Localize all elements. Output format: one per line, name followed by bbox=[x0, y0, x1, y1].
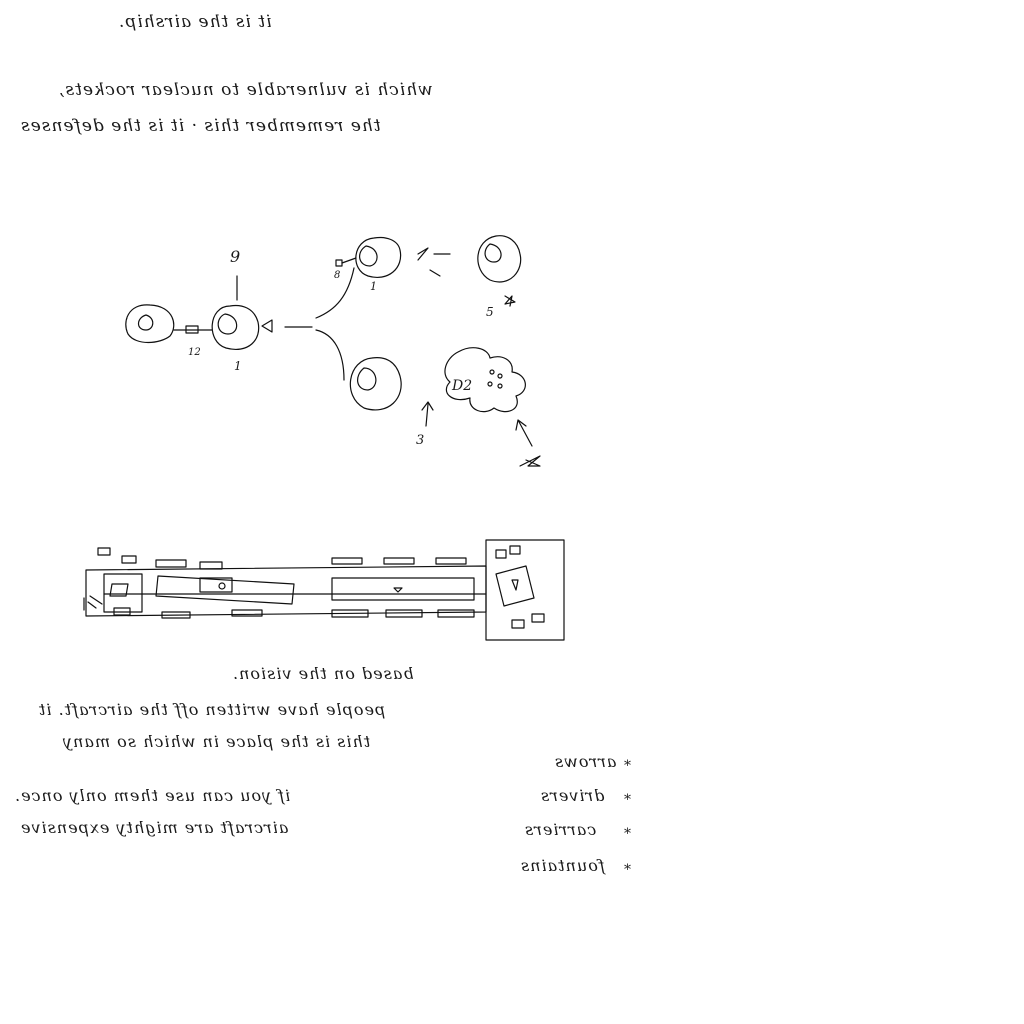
list-item: * bbox=[624, 862, 631, 878]
deck-long-eye bbox=[393, 587, 403, 593]
right-panel bbox=[485, 539, 565, 641]
label-node-c: 5 bbox=[486, 305, 494, 319]
deck-mid-eye bbox=[218, 582, 226, 590]
list-item-label: fountains bbox=[520, 856, 605, 875]
star-top-right bbox=[504, 295, 516, 307]
deck-tilted-box bbox=[155, 575, 295, 605]
branch-curve-down bbox=[315, 329, 345, 381]
list-item: * bbox=[624, 758, 631, 774]
svg-text:*: * bbox=[624, 758, 631, 774]
list-item: * bbox=[624, 792, 631, 808]
list-item-label: drivers bbox=[540, 786, 605, 805]
caption-line-1: this is the place in which so many bbox=[62, 732, 371, 751]
right-panel-eye bbox=[511, 579, 519, 591]
bottom-line-2: aircraft are mighty expensive bbox=[20, 818, 289, 837]
cloud-node: D2 bbox=[444, 347, 526, 413]
stern-marks bbox=[83, 595, 103, 611]
title-line: it is the airship. bbox=[118, 12, 272, 32]
node-left bbox=[125, 304, 175, 344]
label-node-b: 8 bbox=[334, 270, 340, 281]
arrow-between-top bbox=[417, 247, 451, 261]
label-node-d: 3 bbox=[416, 433, 424, 448]
pin-line bbox=[341, 257, 357, 264]
network-diagram: 12 9 1 8 1 5 bbox=[125, 235, 541, 467]
node-top-middle bbox=[355, 236, 402, 278]
arrow-head-center bbox=[261, 319, 273, 333]
deck-long-box bbox=[331, 577, 475, 601]
bullet-list: * * * * bbox=[624, 758, 631, 878]
node-bottom-middle bbox=[349, 357, 402, 411]
node-center bbox=[211, 304, 260, 350]
deck-left-box bbox=[109, 583, 129, 597]
branch-curve-up bbox=[315, 267, 355, 319]
ship-sketch bbox=[83, 539, 565, 641]
right-panel-box bbox=[495, 565, 535, 607]
list-item-label: carriers bbox=[524, 820, 597, 839]
arrow-small-tick bbox=[429, 269, 441, 277]
arrow-up-3 bbox=[421, 401, 434, 427]
label-node-a: 12 bbox=[188, 347, 201, 358]
intro-line-2: the remember this · it is the defenses bbox=[20, 116, 381, 136]
connector-box bbox=[185, 325, 199, 334]
svg-text:*: * bbox=[624, 826, 631, 842]
label-arrow-mid: 1 bbox=[370, 280, 377, 293]
svg-text:*: * bbox=[624, 792, 631, 808]
deck-mid-box bbox=[199, 577, 233, 593]
list-item: * bbox=[624, 826, 631, 842]
list-item-label: arrows bbox=[554, 752, 617, 771]
pin-box bbox=[335, 259, 343, 267]
label-cloud: D2 bbox=[451, 378, 472, 394]
ship-hull bbox=[85, 565, 487, 617]
svg-text:*: * bbox=[624, 862, 631, 878]
label-arrow-left: 1 bbox=[234, 359, 242, 373]
star-bottom-right bbox=[519, 455, 541, 467]
caption-line-3: based on the vision. bbox=[232, 664, 414, 683]
node-top-right bbox=[477, 235, 522, 283]
intro-line-1: which is vulnerable to nuclear rockets, bbox=[58, 80, 433, 100]
arrow-to-cloud bbox=[515, 419, 533, 447]
ship-hull-inner bbox=[103, 573, 143, 613]
label-circle-top: 9 bbox=[230, 247, 240, 266]
bottom-line-1: if you can use them only once. bbox=[14, 786, 291, 805]
caption-line-2: people have written off the aircraft. it bbox=[38, 700, 386, 719]
